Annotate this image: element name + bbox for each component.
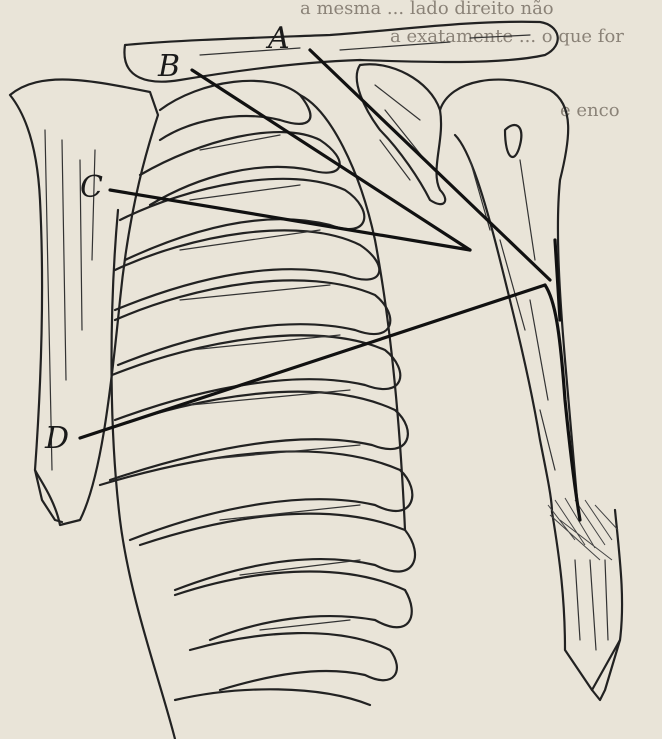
label-a: A [265,21,290,56]
leader-line-c [110,190,470,250]
label-b: B [157,49,180,84]
label-c: C [80,170,103,205]
clavicle [124,22,557,82]
rib-cage [100,81,415,739]
forearm-end [548,498,622,700]
label-d: D [44,421,69,456]
leader-line-a [310,50,550,280]
scapula [357,64,445,204]
